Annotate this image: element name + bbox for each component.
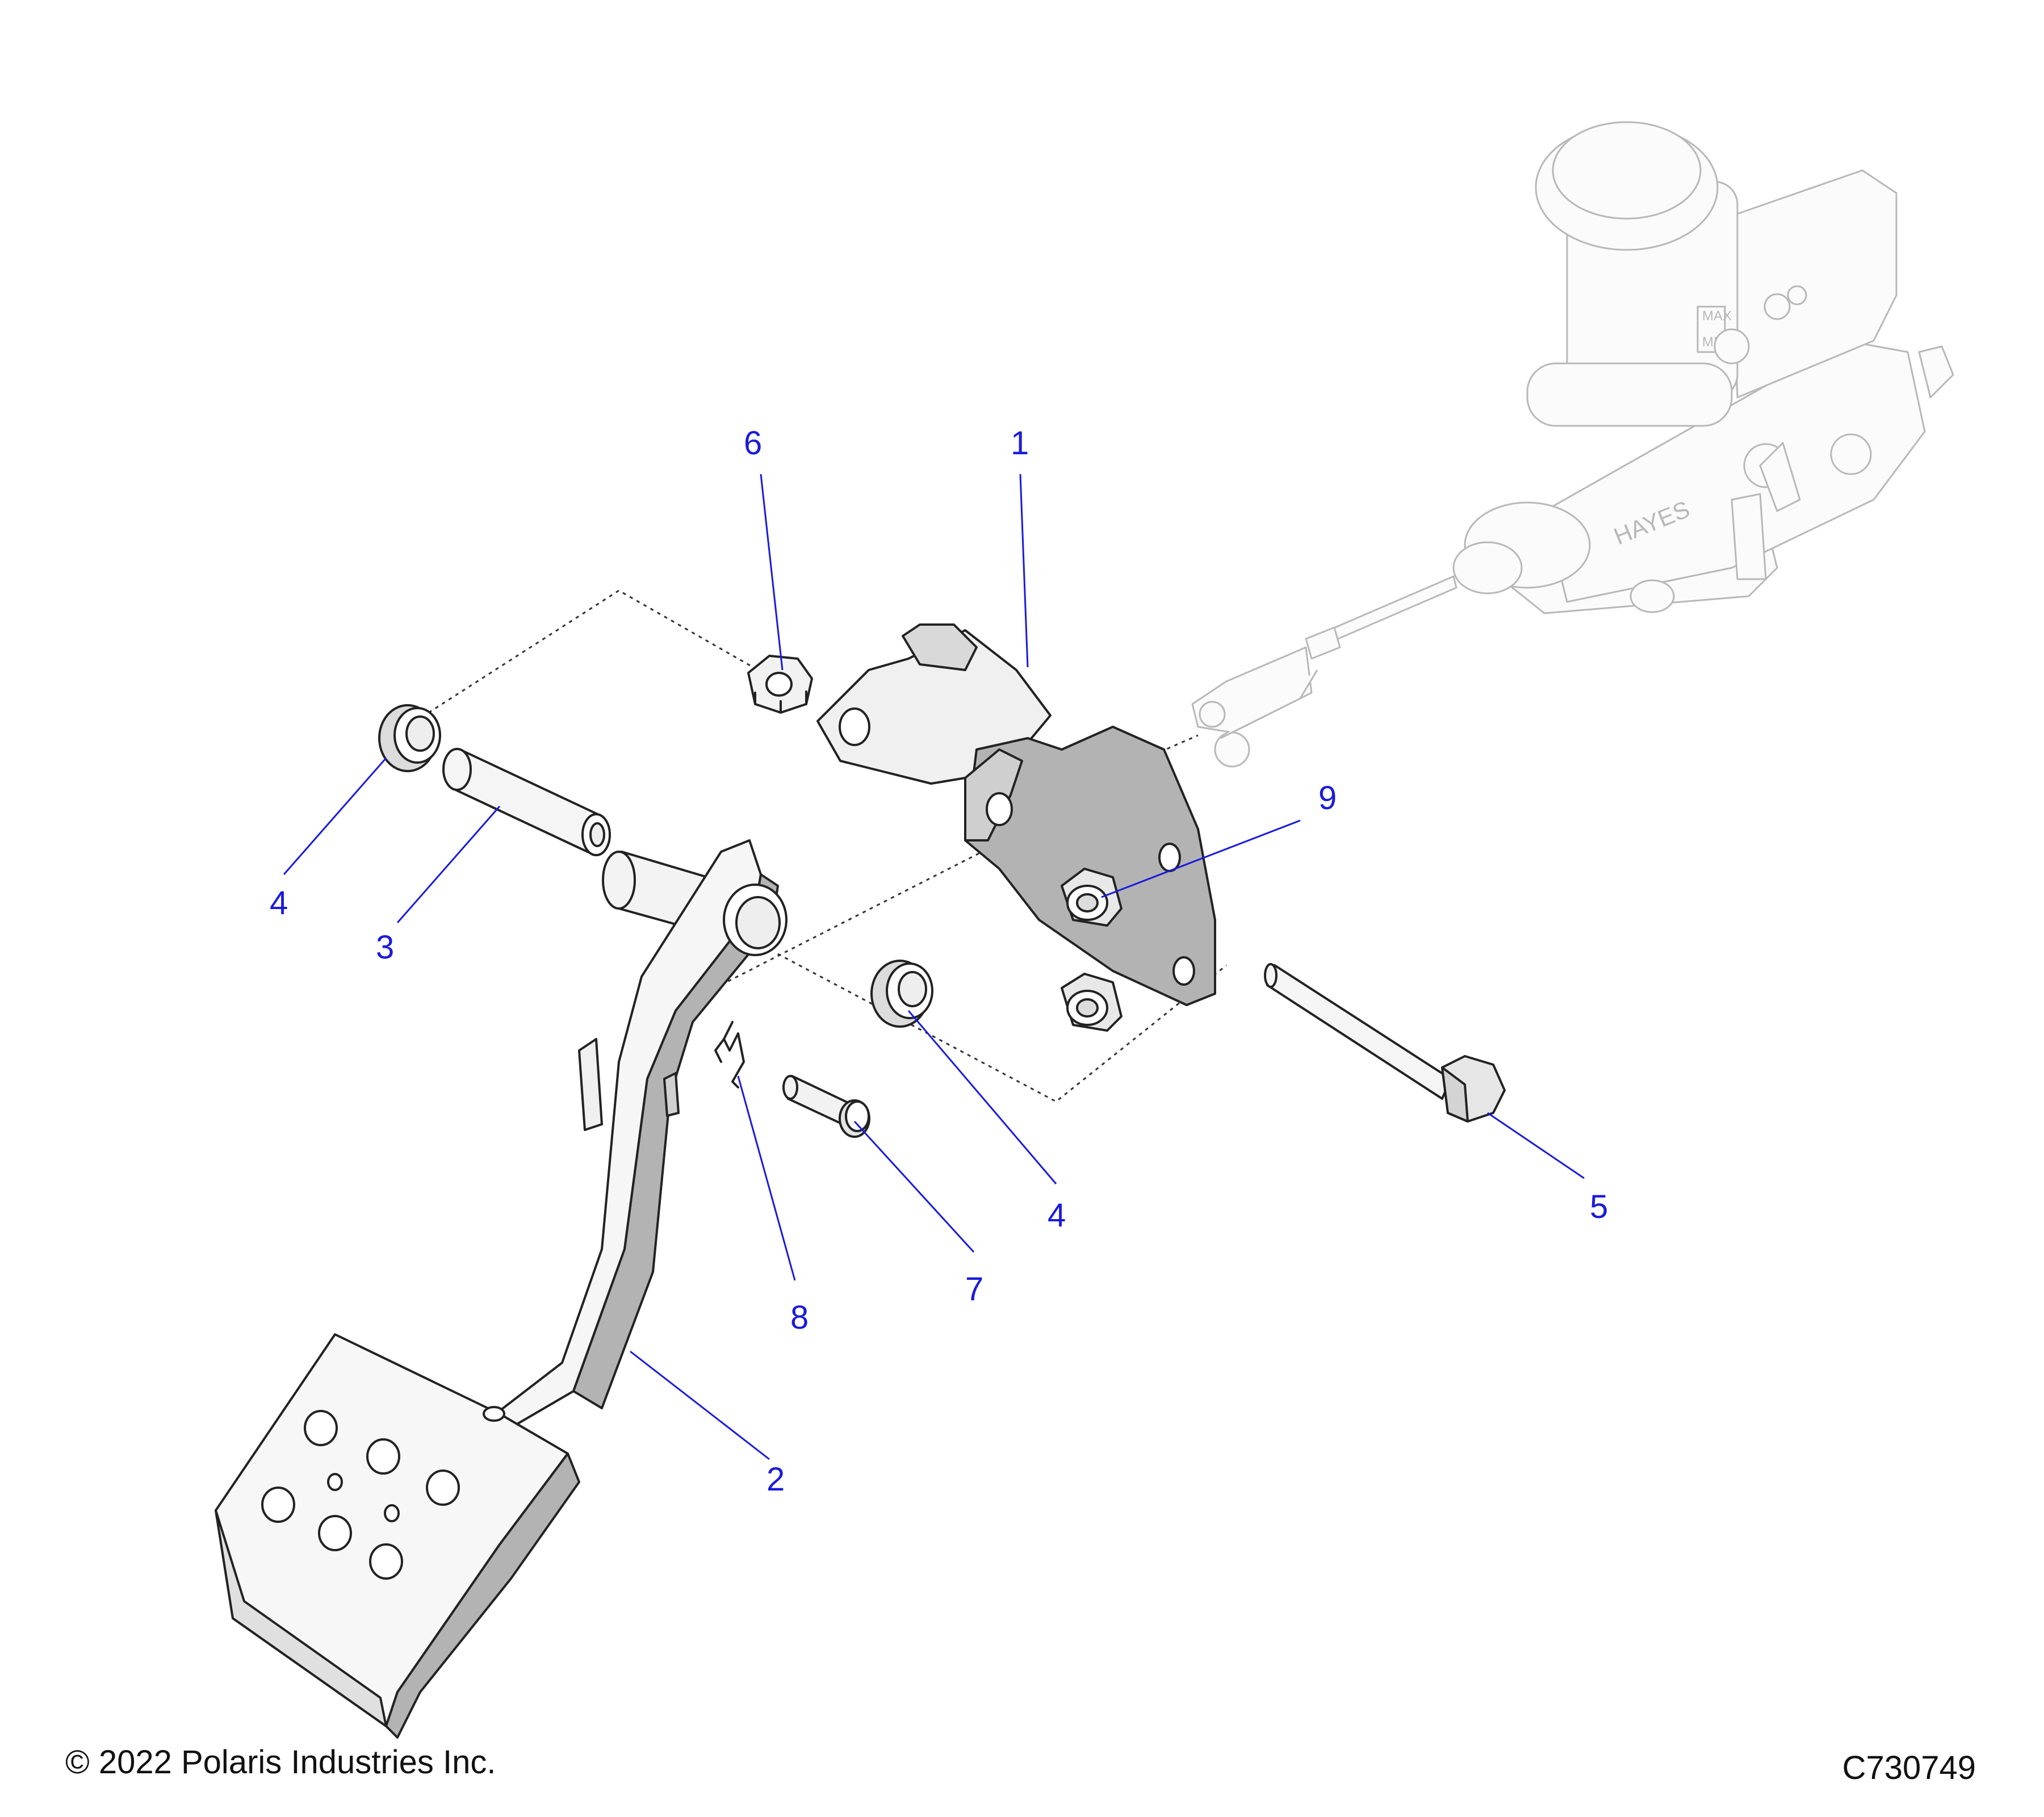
axis-line-lower xyxy=(777,953,1227,1103)
clevis-pin xyxy=(782,1075,870,1138)
flange-bushing-left xyxy=(378,704,441,772)
leader-line-9 xyxy=(1101,819,1301,898)
flange-nut-lower xyxy=(1061,973,1122,1032)
level-max-text: MAX xyxy=(1702,308,1732,324)
callout-4-left: 4 xyxy=(270,885,288,922)
copyright-text: © 2022 Polaris Industries Inc. xyxy=(65,1744,496,1781)
callout-5: 5 xyxy=(1590,1188,1608,1225)
callout-1: 1 xyxy=(1011,425,1029,462)
hex-nut xyxy=(747,655,813,714)
axis-line-pin xyxy=(692,851,983,1000)
hex-bolt xyxy=(1264,963,1506,1123)
callout-6: 6 xyxy=(744,425,762,462)
leader-line-2 xyxy=(630,1350,770,1460)
leader-line-5 xyxy=(1487,1112,1585,1179)
callout-2: 2 xyxy=(767,1461,785,1498)
flange-bushing-right xyxy=(870,960,933,1028)
leader-line-3 xyxy=(396,806,501,923)
leader-line-7 xyxy=(853,1120,975,1253)
callout-4-right: 4 xyxy=(1048,1197,1066,1234)
flange-nut-upper xyxy=(1061,868,1122,927)
mounting-bracket xyxy=(816,623,1216,1006)
callout-3: 3 xyxy=(376,929,394,966)
spacer-tube xyxy=(442,748,611,856)
drawing-number: C730749 xyxy=(1842,1749,1976,1786)
callout-9: 9 xyxy=(1318,780,1337,817)
callout-8: 8 xyxy=(790,1299,809,1336)
axis-line-upper xyxy=(428,589,778,714)
leader-line-1 xyxy=(1019,474,1029,668)
leader-line-4-left xyxy=(283,757,387,875)
leader-line-4-right xyxy=(907,1010,1057,1184)
leader-line-6 xyxy=(760,474,784,671)
leader-line-8 xyxy=(737,1075,796,1281)
hair-pin-clip xyxy=(714,1021,745,1088)
callout-7: 7 xyxy=(965,1271,983,1308)
master-cylinder: MAX MIN HAYES xyxy=(1191,121,1954,768)
brake-pedal xyxy=(215,839,788,1739)
